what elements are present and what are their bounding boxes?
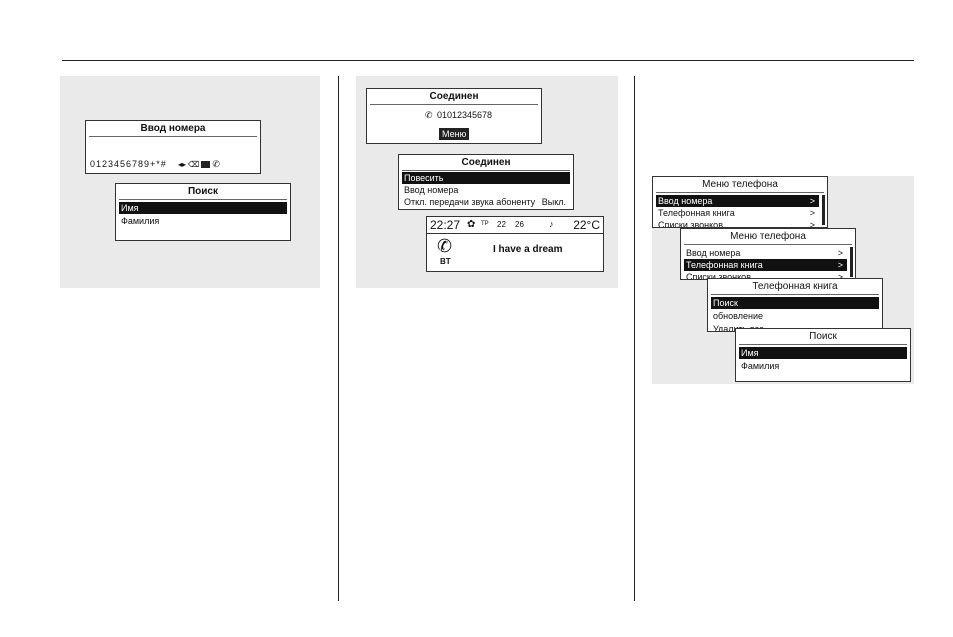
handset-icon: ✆ (437, 236, 453, 256)
scrollbar[interactable] (850, 247, 853, 277)
figure-phone-menus: Меню телефона Ввод номера > Телефонная кн… (652, 176, 914, 384)
scrollbar[interactable] (822, 195, 825, 225)
number-entry-title: Ввод номера (140, 123, 206, 134)
song-title: I have a dream (493, 244, 563, 255)
left-temp: 22 (497, 220, 506, 229)
figure-connected: Соединен ✆ 01012345678 Меню Соединен Пов… (356, 76, 618, 288)
backspace-icon[interactable]: ◂▸ (178, 160, 187, 169)
menu-button[interactable]: Меню (439, 128, 470, 140)
figure-number-entry: Ввод номера 0123456789+*# ◂▸ ⌫ ✆ Поиск И… (60, 76, 320, 288)
title-divider (119, 199, 287, 200)
search-title-a: Поиск (187, 186, 218, 197)
title-divider (656, 192, 824, 193)
chevron-right-icon: > (809, 196, 815, 206)
title-divider (711, 294, 879, 295)
connected-menu-screen: Соединен Повесить Ввод номера Откл. пере… (398, 154, 574, 210)
phone-menu-item-label: Списки звонков (658, 220, 723, 228)
phone-menu-item-calls[interactable]: Списки звонков > (684, 271, 847, 280)
phone-menu-title: Меню телефона (702, 179, 778, 190)
search-item-name[interactable]: Имя (739, 347, 907, 359)
phone-menu-title: Меню телефона (730, 231, 806, 242)
phonebook-title: Телефонная книга (752, 281, 838, 292)
right-temp: 26 (515, 220, 524, 229)
connected-menu-title: Соединен (461, 157, 511, 168)
phone-menu-item-enter[interactable]: Ввод номера > (656, 195, 819, 207)
search-item-surname[interactable]: Фамилия (121, 216, 160, 226)
phonebook-item-update[interactable]: обновление (713, 311, 763, 321)
bt-label: BT (440, 257, 451, 266)
chevron-right-icon: > (837, 272, 843, 280)
tp-badge: TP (481, 221, 489, 227)
phone-menu-item-label: Ввод номера (686, 248, 741, 258)
title-divider (739, 344, 907, 345)
search-title-b: Поиск (809, 331, 837, 342)
title-divider (402, 170, 570, 171)
chevron-right-icon: > (809, 220, 815, 228)
mute-item-label: Откл. передачи звука абоненту (404, 197, 536, 207)
phonebook-screen: Телефонная книга Поиск обновление Удалит… (707, 278, 883, 332)
connected-title: Соединен (429, 91, 479, 102)
phone-menu-item-enter[interactable]: Ввод номера > (684, 247, 847, 259)
phone-menu-item-label: Телефонная книга (658, 208, 735, 218)
enter-number-item[interactable]: Ввод номера (404, 185, 459, 195)
phone-menu-item-label: Телефонная книга (686, 260, 763, 270)
phone-menu-item-phonebook[interactable]: Телефонная книга > (684, 259, 847, 271)
connected-number: 01012345678 (437, 110, 493, 120)
column-divider-left (338, 76, 339, 601)
column-divider-right (634, 76, 635, 601)
phone-menu-item-label: Списки звонков (686, 272, 751, 280)
title-divider (684, 244, 852, 245)
chevron-right-icon: > (837, 248, 843, 258)
phone-menu-item-phonebook[interactable]: Телефонная книга > (656, 207, 819, 219)
outside-temp: 22°C (573, 218, 600, 232)
title-divider (370, 104, 538, 105)
search-screen-b: Поиск Имя Фамилия (735, 328, 911, 382)
chevron-right-icon: > (809, 208, 815, 218)
bluetooth-audio-icon: ♪ (549, 219, 554, 229)
page-top-rule (62, 60, 914, 61)
keypad-icon[interactable] (201, 161, 211, 168)
phonebook-item-delete-all[interactable]: Удалить все (713, 324, 764, 332)
hang-up-item[interactable]: Повесить (402, 172, 570, 184)
status-divider (427, 233, 603, 234)
phonebook-item-search[interactable]: Поиск (711, 297, 879, 309)
connected-screen: Соединен ✆ 01012345678 Меню (366, 88, 542, 144)
entry-icons: ◂▸ ⌫ ✆ (178, 159, 220, 170)
digit-row[interactable]: 0123456789+*# (90, 159, 167, 169)
chevron-right-icon: > (837, 260, 843, 270)
status-screen: 22:27 ✿ TP 22 26 ♪ 22°C ✆ BT I have a dr… (426, 216, 604, 272)
search-item-surname[interactable]: Фамилия (741, 361, 780, 371)
number-entry-screen: Ввод номера 0123456789+*# ◂▸ ⌫ ✆ (85, 120, 261, 174)
mute-item-value: Выкл. (541, 197, 566, 207)
phone-menu-item-calls[interactable]: Списки звонков > (656, 219, 819, 228)
title-divider (89, 136, 257, 137)
mute-item[interactable]: Откл. передачи звука абоненту Выкл. (402, 196, 570, 208)
search-item-name[interactable]: Имя (119, 202, 287, 214)
phone-icon[interactable]: ✆ (212, 159, 220, 169)
search-screen-a: Поиск Имя Фамилия (115, 183, 291, 241)
phone-menu-screen: Меню телефона Ввод номера > Телефонная кн… (652, 176, 828, 228)
settings-icon: ✿ (467, 219, 476, 230)
phone-menu-item-label: Ввод номера (658, 196, 713, 206)
phone-menu-screen-2: Меню телефона Ввод номера > Телефонная кн… (680, 228, 856, 280)
phone-icon: ✆ (425, 110, 433, 120)
delete-icon[interactable]: ⌫ (188, 160, 200, 169)
clock: 22:27 (430, 218, 461, 232)
